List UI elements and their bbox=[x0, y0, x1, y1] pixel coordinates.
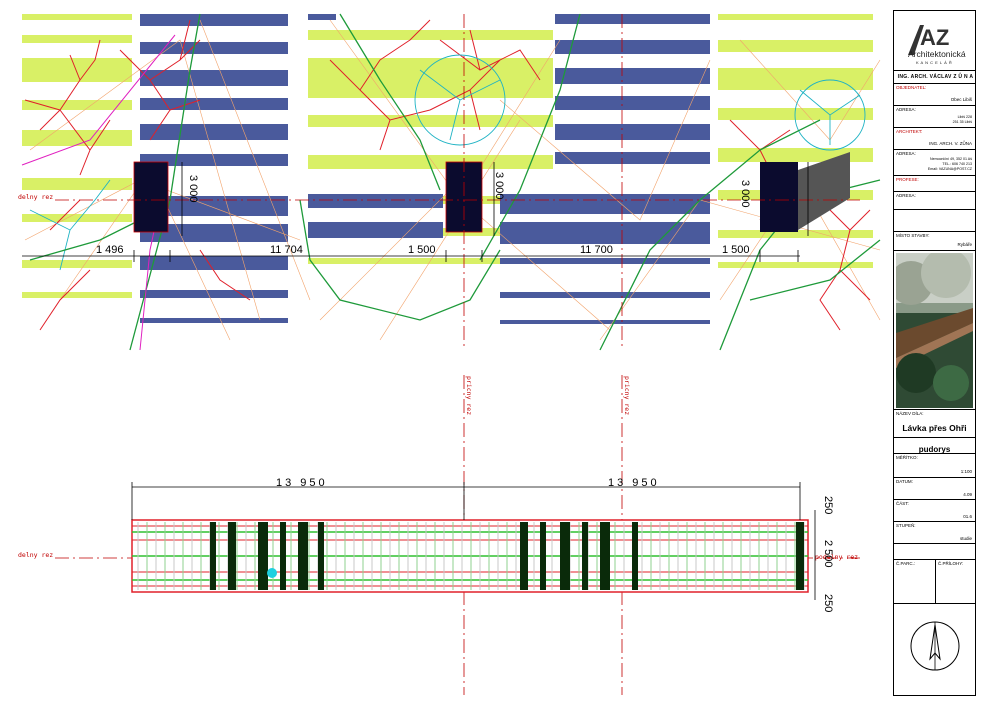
datum-value: 4.09 bbox=[963, 492, 972, 497]
drawing-name: pudorys bbox=[918, 445, 951, 454]
axis-label-cross-2: pricny rez bbox=[623, 376, 631, 415]
site-plan: delny rez 1 496 11 704 1 500 11 700 1 50… bbox=[18, 13, 881, 351]
dim-vert-1: 3 000 bbox=[187, 175, 199, 203]
dim-top-2: 11 704 bbox=[270, 244, 303, 256]
dim-top-5: 1 500 bbox=[722, 244, 750, 256]
axis-lines bbox=[55, 14, 860, 350]
survey-marker bbox=[267, 568, 277, 578]
dim-vert-3: 3 000 bbox=[739, 180, 751, 208]
axis-label-long-right: podelny rez bbox=[815, 553, 858, 561]
dim-top-3: 1 500 bbox=[408, 244, 436, 256]
adresa2-line3: Email: VAZUNA@POST.CZ bbox=[927, 167, 972, 171]
dim-right-3: 250 bbox=[822, 594, 834, 612]
dimension-lines bbox=[22, 162, 809, 262]
deck-dark-bands bbox=[210, 522, 804, 590]
deck-plan: pricny rez pricny rez delny rez podelny … bbox=[18, 375, 860, 695]
shrubs bbox=[29, 54, 866, 271]
misto-value: Rybáře bbox=[957, 242, 972, 247]
dimension-lines-bottom bbox=[131, 482, 816, 600]
svg-text:AZ: AZ bbox=[920, 25, 949, 50]
meritko-value: 1:100 bbox=[960, 469, 972, 474]
axis-label-cross-1: pricny rez bbox=[465, 376, 473, 415]
dim-bottom-1: 13 950 bbox=[276, 477, 328, 489]
adresa1-label: ADRESA: bbox=[896, 107, 916, 112]
principal-name: ING. ARCH. VÁCLAV Z Ů N A bbox=[897, 74, 974, 80]
deck-rails bbox=[132, 525, 808, 587]
objednatel-value: Obec Libiš bbox=[950, 97, 972, 102]
firm-logo: AZ Architektonická K A N C E L Á Ř bbox=[894, 11, 975, 71]
misto-label: MÍSTO STAVBY: bbox=[896, 233, 930, 238]
firm-name: Architektonická bbox=[908, 49, 966, 59]
dim-top-4: 11 700 bbox=[580, 244, 613, 256]
axis-label-long-top: delny rez bbox=[18, 193, 53, 201]
architekt-value: ING. ARCH. V. ZŮNA bbox=[929, 141, 972, 146]
deck-stringers bbox=[132, 531, 808, 581]
stupen-label: STUPEŇ: bbox=[896, 523, 916, 528]
firm-sub: K A N C E L Á Ř bbox=[916, 60, 953, 65]
architekt-label: ARCHITEKT: bbox=[896, 129, 923, 134]
cprilohy-label: Č.PŘÍLOHY: bbox=[938, 561, 964, 566]
north-arrow-icon bbox=[910, 621, 960, 671]
cparc-label: Č.PARC.: bbox=[896, 561, 916, 566]
adresa1-line1: Libiš 228 bbox=[957, 115, 972, 119]
profese-label: PROFESE: bbox=[896, 177, 919, 182]
dim-vert-2: 3 000 bbox=[493, 172, 505, 200]
deck-planks bbox=[140, 14, 710, 324]
meritko-label: MĚŘÍTKO: bbox=[896, 455, 918, 460]
cast-label: ČÁST: bbox=[896, 501, 909, 506]
project-title: Lávka přes Ohři bbox=[902, 423, 967, 433]
piers bbox=[133, 152, 850, 233]
stupen-value: studie bbox=[959, 536, 972, 541]
adresa2-label: ADRESA: bbox=[896, 151, 916, 156]
dim-bottom-2: 13 950 bbox=[608, 477, 660, 489]
title-block: AZ Architektonická K A N C E L Á Ř ING. … bbox=[893, 10, 976, 696]
adresa1-line2: 251 35 Libiš bbox=[952, 120, 972, 124]
dim-right-2: 2 500 bbox=[822, 540, 834, 568]
adresa2-line1: Nemocniční 49, 352 01 Aš bbox=[930, 157, 972, 161]
nazev-label: NÁZEV DÍLA: bbox=[896, 411, 924, 416]
cast-value: 01.6 bbox=[963, 514, 972, 519]
datum-label: DATUM: bbox=[896, 479, 913, 484]
site-photo bbox=[896, 253, 973, 408]
adresa3-label: ADRESA: bbox=[896, 193, 916, 198]
axis-label-long-left: delny rez bbox=[18, 551, 53, 559]
adresa2-line2: TEL.: 606 740 213 bbox=[942, 162, 972, 166]
dim-right-1: 250 bbox=[822, 496, 834, 514]
objednatel-label: OBJEDNATEL: bbox=[896, 85, 927, 90]
dim-top-1: 1 496 bbox=[96, 244, 124, 256]
